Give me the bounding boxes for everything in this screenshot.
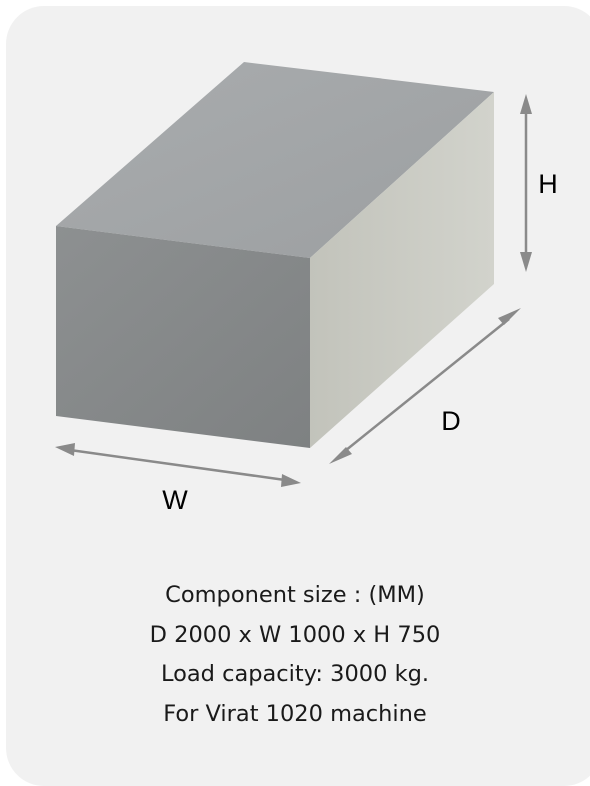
depth-label: D	[441, 406, 461, 436]
width-label: W	[162, 485, 188, 515]
height-label: H	[538, 169, 558, 199]
box-front-face	[56, 226, 310, 448]
load-capacity-line: Load capacity: 3000 kg.	[160, 661, 430, 687]
component-box-diagram: H D W	[55, 62, 558, 515]
box-side-face	[310, 92, 494, 448]
width-arrow	[55, 443, 301, 487]
depth-arrow	[329, 308, 521, 464]
component-size-line: Component size : (MM)	[165, 582, 425, 608]
machine-line: For Virat 1020 machine	[163, 700, 427, 727]
height-arrow	[520, 94, 532, 272]
box-top-face	[56, 62, 494, 258]
dimensions-line: D 2000 x W 1000 x H 750	[149, 621, 441, 648]
spec-caption: Component size : (MM) D 2000 x W 1000 x …	[0, 576, 590, 734]
